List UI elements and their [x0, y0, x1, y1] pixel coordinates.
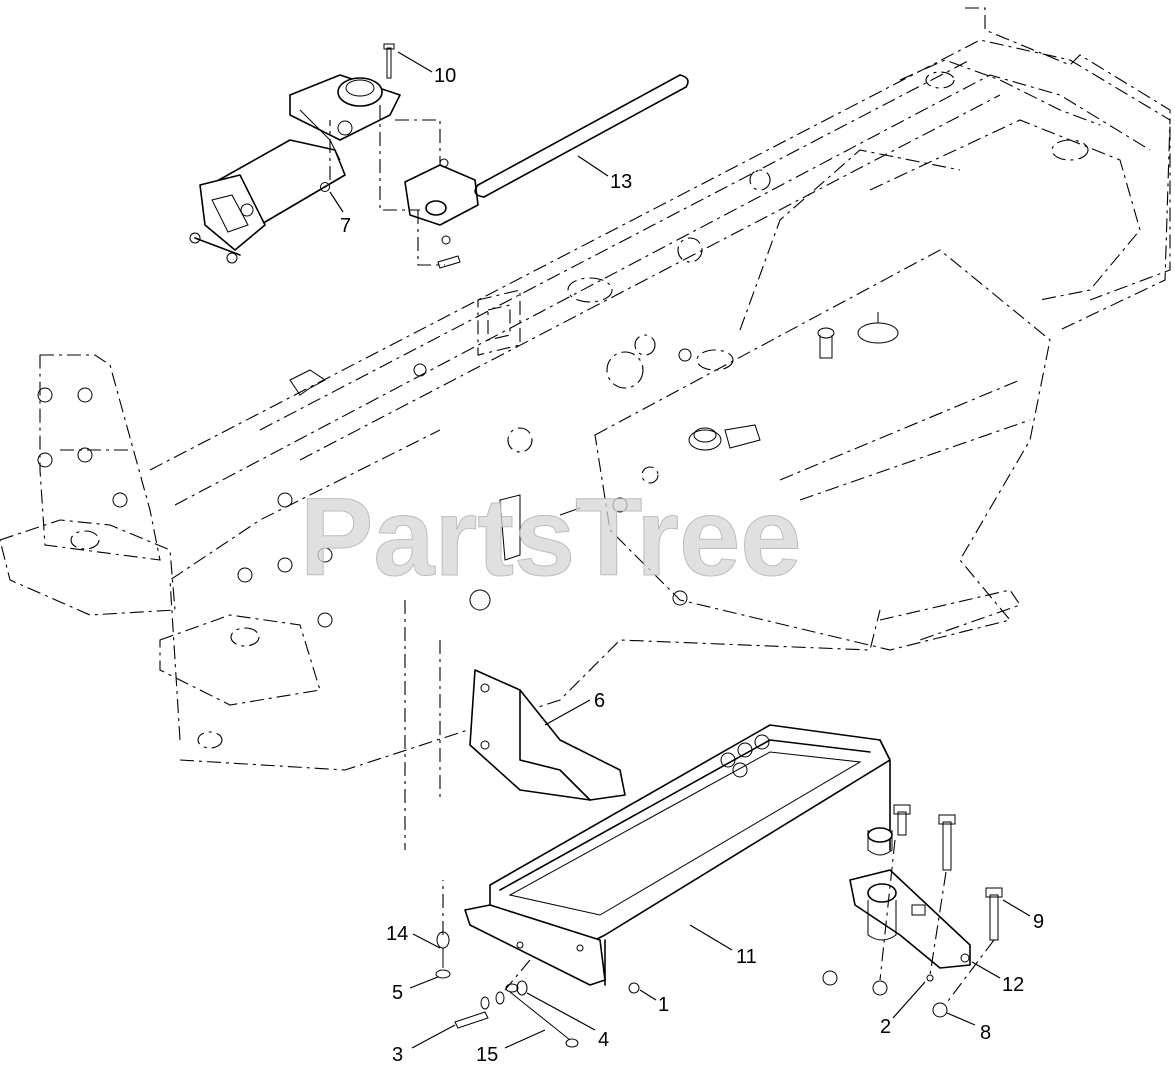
leader-10	[397, 51, 433, 73]
callout-12: 12	[1002, 974, 1024, 996]
leader-1	[639, 989, 657, 1001]
callout-2: 2	[880, 1016, 891, 1038]
callout-15: 15	[476, 1044, 498, 1066]
leader-13	[577, 155, 609, 177]
leader-11	[689, 924, 733, 951]
leader-5	[409, 976, 439, 989]
nut-7	[320, 182, 330, 192]
leader-2	[892, 981, 926, 1019]
brake-bracket	[404, 164, 479, 226]
leader-7	[329, 191, 344, 213]
leader-12	[971, 961, 1001, 979]
brake-linkage-assembly	[189, 74, 401, 264]
callout-4: 4	[598, 1029, 609, 1051]
leader-6	[544, 699, 591, 726]
callout-8: 8	[980, 1022, 991, 1044]
pin-14	[435, 931, 451, 979]
fuel-gauge	[817, 312, 899, 359]
front-plate-bolts	[37, 348, 692, 628]
frame-assembly	[0, 7, 1171, 771]
callouts: 10 13 7 6 9 14 11 12 5 1 2 4 8 3 15	[329, 51, 1044, 1066]
leader-4	[526, 992, 596, 1031]
bolt-9	[985, 887, 1003, 941]
callout-9: 9	[1033, 911, 1044, 933]
callout-14: 14	[386, 923, 408, 945]
callout-6: 6	[594, 690, 605, 712]
mount-bracket	[469, 669, 626, 801]
leader-14	[412, 933, 441, 949]
callout-13: 13	[610, 171, 632, 193]
brake-rod	[474, 74, 689, 198]
callout-11: 11	[736, 946, 757, 968]
callout-10: 10	[434, 65, 456, 87]
nut-1	[628, 982, 640, 994]
cable-15	[505, 983, 579, 1048]
callout-3: 3	[392, 1044, 403, 1066]
callout-1: 1	[658, 994, 669, 1016]
callout-5: 5	[392, 982, 403, 1004]
pivot-bracket	[849, 869, 971, 969]
leader-8	[946, 1012, 976, 1026]
watermark-logo: PartsTree	[300, 476, 801, 599]
callout-7: 7	[340, 215, 351, 237]
bolt-10	[383, 43, 395, 79]
fuel-cap	[688, 424, 761, 451]
step-plate	[464, 724, 893, 986]
washer-4	[516, 980, 528, 996]
bolt-upper	[893, 804, 956, 871]
leader-3	[411, 1024, 456, 1049]
nuts-right	[822, 970, 948, 1018]
clevis-pin-3	[454, 991, 505, 1029]
leader-15	[504, 1029, 546, 1049]
leader-9	[1002, 899, 1031, 917]
